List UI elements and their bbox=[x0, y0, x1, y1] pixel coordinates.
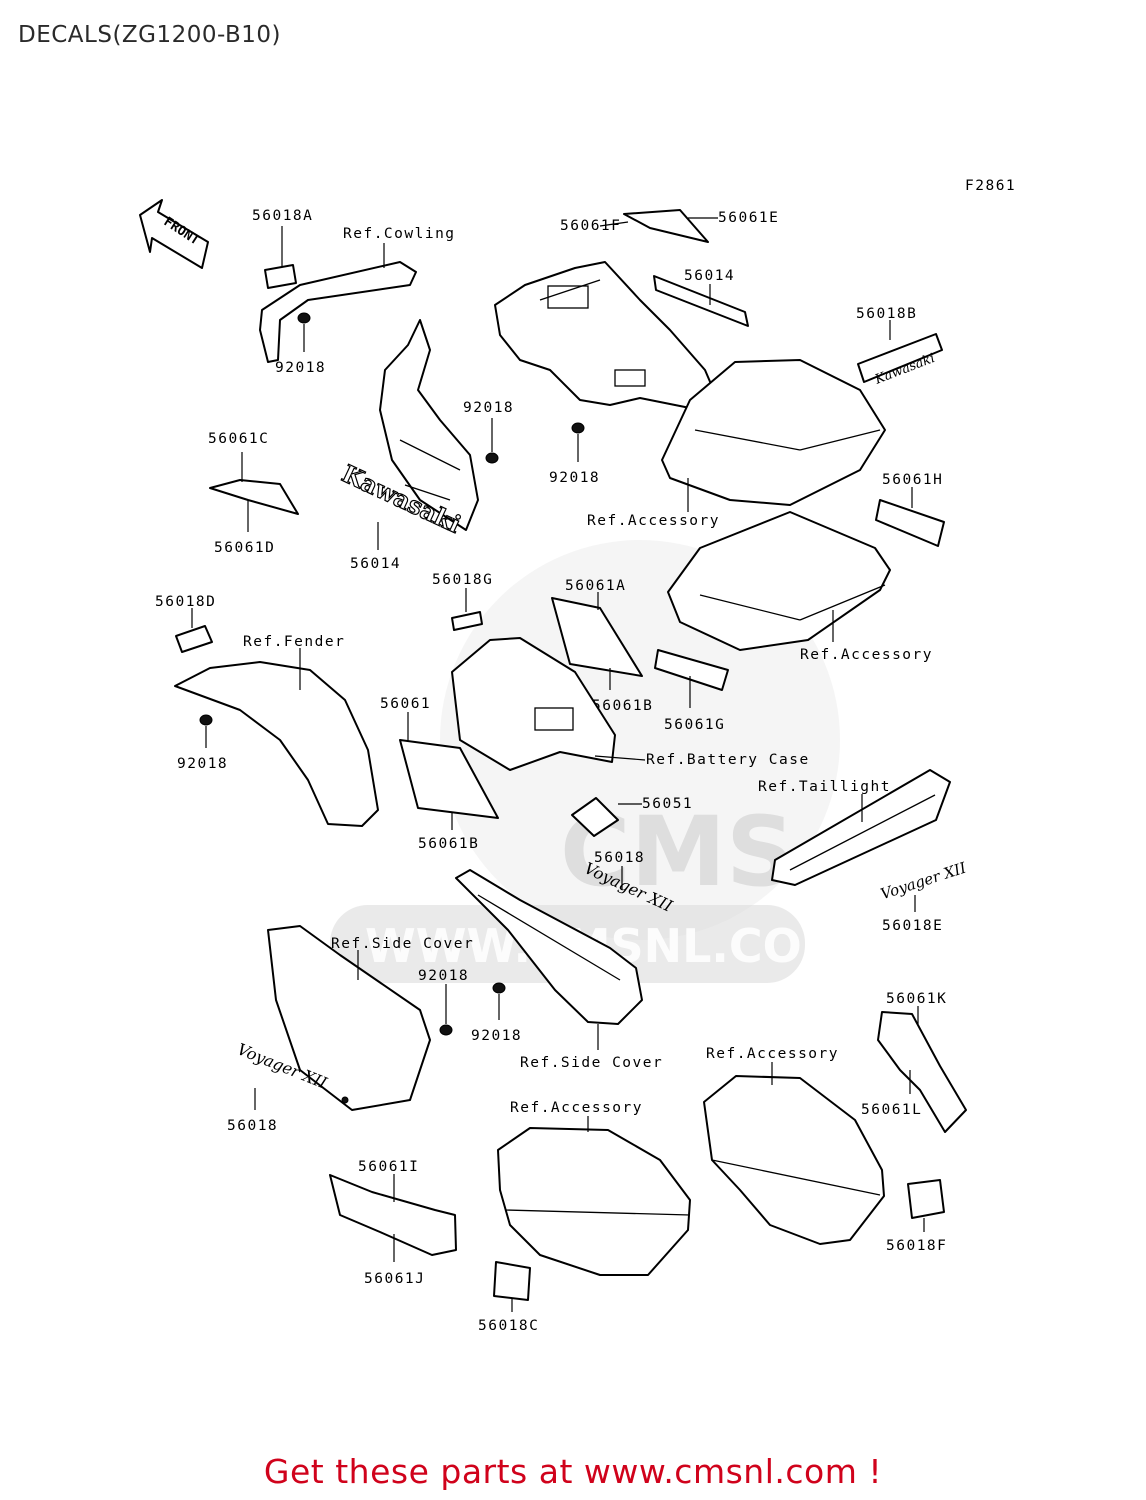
label-ref-fender: Ref.Fender bbox=[243, 634, 345, 650]
figure-code: F2861 bbox=[965, 178, 1016, 194]
page-title: DECALS(ZG1200-B10) bbox=[18, 22, 282, 48]
decal-56061a-group: 56061A 56061B bbox=[551, 578, 653, 714]
label-ref-accessory-1: Ref.Accessory bbox=[587, 513, 720, 529]
label-92018-c: 92018 bbox=[549, 470, 600, 486]
label-56018-low: 56018 bbox=[227, 1118, 278, 1134]
label-56018d: 56018D bbox=[155, 594, 216, 610]
saddlebag-left: Ref.Accessory bbox=[497, 1100, 691, 1276]
label-56061f: 56061F bbox=[560, 218, 621, 234]
label-56061e: 56061E bbox=[718, 210, 779, 226]
grommet-92018 bbox=[297, 312, 311, 324]
decal-56051: 56051 bbox=[571, 796, 693, 837]
label-56051: 56051 bbox=[642, 796, 693, 812]
label-92018-f: 92018 bbox=[471, 1028, 522, 1044]
parts-diagram: CMS WWW.CMSNL.COM FRONT F2861 56018A Ref… bbox=[139, 178, 1016, 1334]
label-56061i: 56061I bbox=[358, 1159, 419, 1175]
grommet-92018 bbox=[199, 714, 213, 726]
decal-56061k-group: 56061K 56061L bbox=[861, 991, 967, 1133]
battery-case: Ref.Battery Case bbox=[451, 637, 810, 771]
label-56061k: 56061K bbox=[886, 991, 947, 1007]
label-ref-taillight: Ref.Taillight bbox=[758, 779, 891, 795]
label-ref-battery-case: Ref.Battery Case bbox=[646, 752, 810, 768]
front-fender: Ref.Fender 92018 bbox=[174, 634, 379, 827]
label-92018-e: 92018 bbox=[418, 968, 469, 984]
label-56018b: 56018B bbox=[856, 306, 917, 322]
decal-56061i-group: 56061I 56061J bbox=[329, 1159, 457, 1287]
label-56061h: 56061H bbox=[882, 472, 943, 488]
grommet-92018 bbox=[439, 1024, 453, 1036]
label-56061c: 56061C bbox=[208, 431, 269, 447]
decal-56018f: 56018F bbox=[886, 1179, 947, 1254]
side-cover-right: 92018 Ref.Side Cover bbox=[455, 869, 663, 1071]
label-56014-mid: 56014 bbox=[350, 556, 401, 572]
label-92018-b: 92018 bbox=[463, 400, 514, 416]
label-56018f: 56018F bbox=[886, 1238, 947, 1254]
decal-56018g: 56018G bbox=[432, 572, 493, 631]
label-56061: 56061 bbox=[380, 696, 431, 712]
decal-56018b: Kawasaki 56018B bbox=[856, 306, 943, 388]
decal-56018a bbox=[264, 264, 297, 289]
footer-cta-link[interactable]: Get these parts at www.cmsnl.com ! bbox=[263, 1452, 883, 1491]
grommet-92018 bbox=[485, 452, 499, 464]
label-ref-accessory-4: Ref.Accessory bbox=[510, 1100, 643, 1116]
label-56018-mid: 56018 bbox=[594, 850, 645, 866]
label-56061a: 56061A bbox=[565, 578, 626, 594]
label-ref-side-cover-2: Ref.Side Cover bbox=[520, 1055, 663, 1071]
decal-56018c: 56018C bbox=[478, 1261, 539, 1334]
grommet-92018 bbox=[492, 982, 506, 994]
label-56018c: 56018C bbox=[478, 1318, 539, 1334]
label-56061j: 56061J bbox=[364, 1271, 425, 1287]
label-56061b-a: 56061B bbox=[592, 698, 653, 714]
label-56018e: 56018E bbox=[882, 918, 943, 934]
taillight: Ref.Taillight bbox=[758, 769, 951, 886]
side-cover-left: Ref.Side Cover 92018 bbox=[267, 925, 474, 1111]
label-56018g: 56018G bbox=[432, 572, 493, 588]
cowling-part bbox=[259, 261, 417, 363]
label-92018-d: 92018 bbox=[177, 756, 228, 772]
label-ref-cowling: Ref.Cowling bbox=[343, 226, 456, 242]
label-56061l: 56061L bbox=[861, 1102, 922, 1118]
cowling-upper-group: 56018A Ref.Cowling 92018 bbox=[252, 208, 456, 376]
front-arrow-icon: FRONT bbox=[139, 199, 209, 269]
label-92018-a: 92018 bbox=[275, 360, 326, 376]
decal-56018e: Voyager XII 56018E bbox=[878, 858, 969, 934]
trunk-base: Ref.Accessory bbox=[667, 511, 933, 663]
decal-56061h: 56061H bbox=[875, 472, 945, 547]
fairing-inner bbox=[379, 319, 479, 531]
label-56014-top: 56014 bbox=[684, 268, 735, 284]
decal-56061c-group: 56061C 56061D bbox=[208, 431, 299, 556]
label-56061b-b: 56061B bbox=[418, 836, 479, 852]
label-56018a: 56018A bbox=[252, 208, 313, 224]
label-ref-accessory-3: Ref.Accessory bbox=[706, 1046, 839, 1062]
decal-56061g: 56061G bbox=[654, 649, 729, 733]
label-ref-accessory-2: Ref.Accessory bbox=[800, 647, 933, 663]
saddlebag-right: Ref.Accessory bbox=[703, 1046, 885, 1245]
decal-voyager-e: Voyager XII bbox=[878, 858, 969, 903]
label-56061g: 56061G bbox=[664, 717, 725, 733]
decal-56061-group: 56061 56061B bbox=[380, 696, 499, 852]
decal-56018d: 56018D bbox=[155, 594, 216, 653]
label-ref-side-cover-1: Ref.Side Cover bbox=[331, 936, 474, 952]
decal-56061e-group: 56061F 56061E bbox=[560, 209, 779, 243]
trunk-lid: Ref.Accessory bbox=[587, 359, 886, 529]
grommet-92018 bbox=[571, 422, 585, 434]
decal-56014-stripe: 56014 bbox=[653, 268, 749, 327]
label-56061d: 56061D bbox=[214, 540, 275, 556]
